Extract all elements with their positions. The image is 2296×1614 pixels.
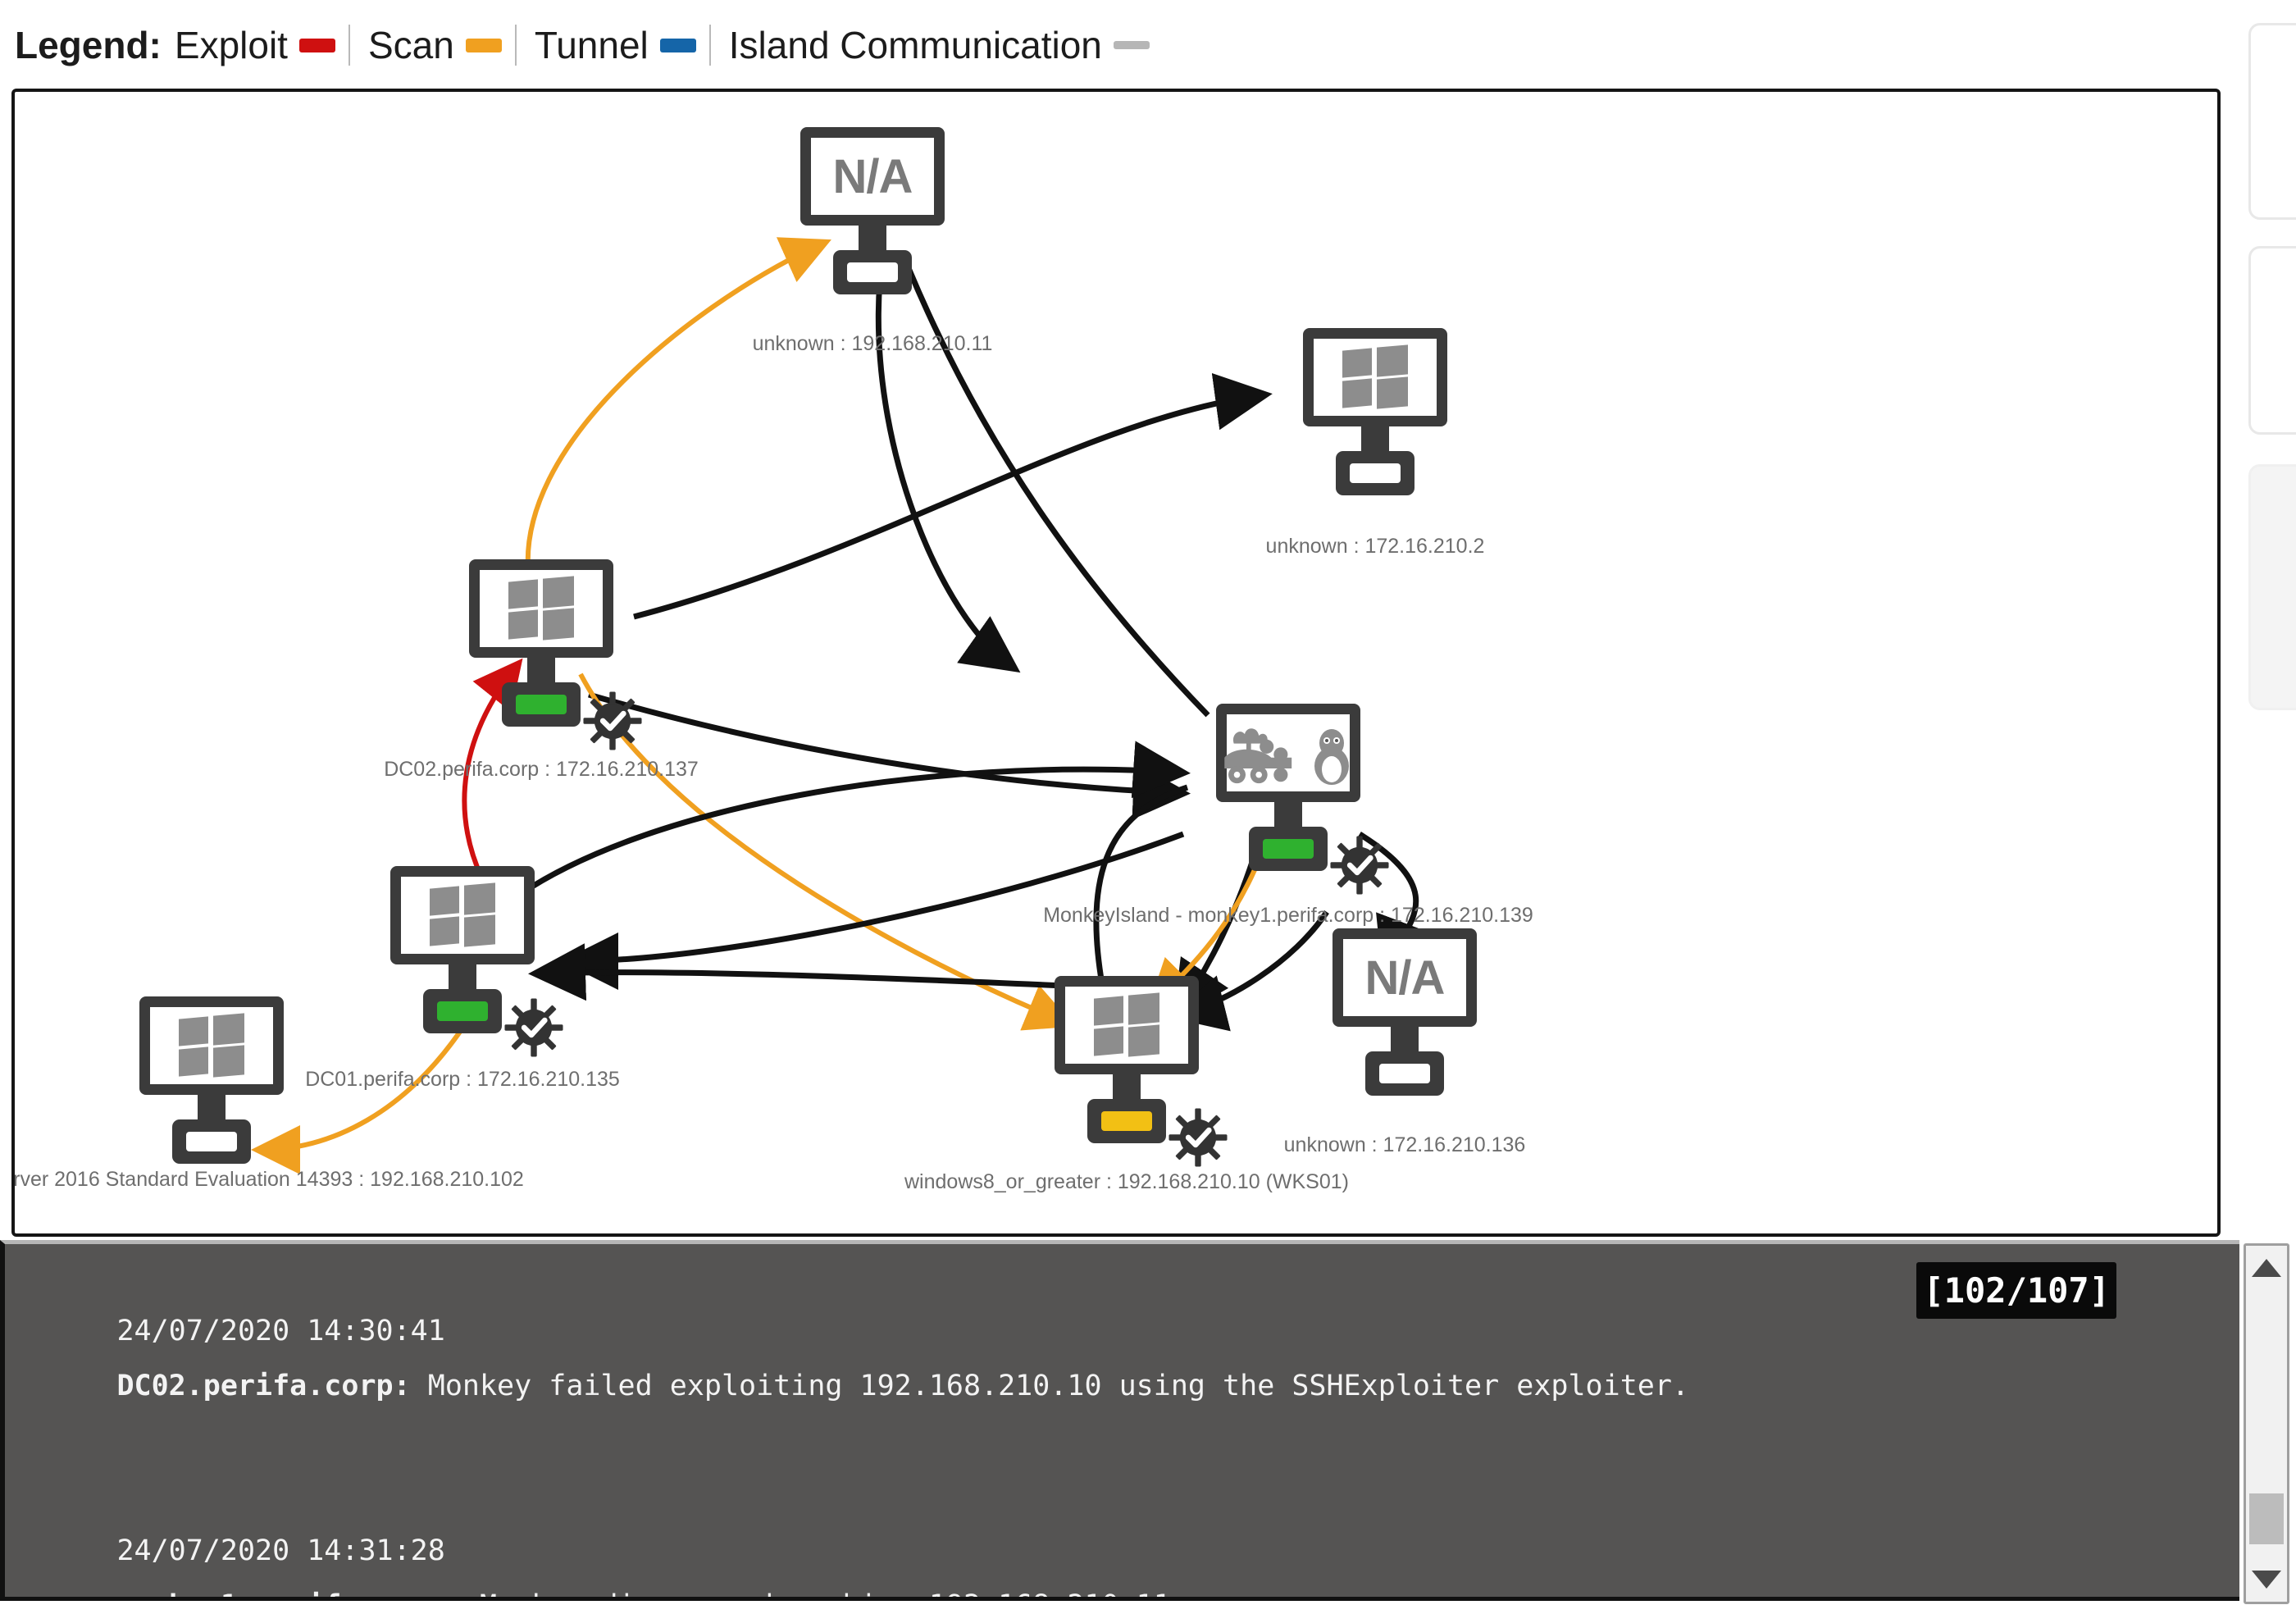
monitor-windows-icon (469, 559, 642, 750)
legend-divider (708, 25, 711, 66)
windows-logo-icon (508, 576, 574, 641)
side-panel-card (2248, 23, 2296, 220)
island-communication-color-swatch-icon (1113, 41, 1150, 49)
triangle-down-icon[interactable] (2252, 1571, 2281, 1589)
log-timestamp: 24/07/2020 14:30:41 (116, 1315, 445, 1347)
log-host: DC02.perifa.corp: (116, 1370, 411, 1402)
tunnel-color-swatch-icon (659, 38, 696, 52)
legend-item-exploit-label: Exploit (174, 24, 288, 66)
island-icon (1224, 728, 1292, 784)
legend-item-scan-label: Scan (367, 24, 454, 66)
log-line: 24/07/2020 14:31:28 monkey1.perifa.corp:… (13, 1469, 2239, 1597)
side-panel-card (2248, 464, 2296, 710)
triangle-up-icon[interactable] (2252, 1259, 2281, 1277)
log-console[interactable]: 24/07/2020 14:30:41 DC02.perifa.corp: Mo… (0, 1240, 2239, 1601)
infected-gear-check-icon (1330, 836, 1389, 895)
monitor-na-icon: N/A (800, 127, 945, 294)
log-line: 24/07/2020 14:30:41 DC02.perifa.corp: Mo… (13, 1249, 2239, 1469)
exploit-color-swatch-icon (298, 38, 335, 52)
network-map-canvas[interactable]: N/A unknown : 192.168.210.11 unkn (11, 89, 2221, 1237)
legend-item-tunnel-label: Tunnel (534, 24, 649, 66)
legend-title: Legend: (15, 24, 162, 66)
log-host: monkey1.perifa.corp: (116, 1589, 462, 1597)
windows-logo-icon (1342, 344, 1408, 409)
node-label-dc01: DC01.perifa.corp : 172.16.210.135 (305, 1068, 620, 1091)
log-timestamp: 24/07/2020 14:31:28 (116, 1534, 445, 1567)
node-os-display: N/A (1364, 951, 1446, 1005)
island-penguin-art-icon (1223, 720, 1354, 786)
node-label-winserver2016: Windows Server 2016 Standard Evaluation … (13, 1168, 524, 1191)
legend: Legend: Exploit Scan Tunnel Island Commu… (15, 23, 1156, 67)
node-label-172-16-210-136: unknown : 172.16.210.136 (1283, 1133, 1526, 1156)
side-panel-card (2248, 246, 2296, 435)
node-label-172-16-210-2: unknown : 172.16.210.2 (1265, 535, 1485, 558)
log-message: Monkey failed exploiting 192.168.210.10 … (410, 1370, 1689, 1402)
infected-gear-check-icon (504, 998, 563, 1057)
scrollbar-thumb[interactable] (2249, 1493, 2284, 1544)
node-label-monkeyisland: MonkeyIsland - monkey1.perifa.corp : 172… (1043, 904, 1533, 927)
node-label-192-168-210-11: unknown : 192.168.210.11 (752, 332, 993, 355)
monitor-windows-icon (1055, 976, 1228, 1167)
node-label-wks01: windows8_or_greater : 192.168.210.10 (WK… (904, 1170, 1349, 1193)
monitor-na-icon: N/A (1332, 928, 1477, 1096)
monitor-island-icon (1216, 704, 1389, 895)
windows-logo-icon (1094, 992, 1159, 1057)
infected-gear-check-icon (583, 691, 642, 750)
monitor-windows-icon (1303, 328, 1447, 495)
windows-logo-icon (430, 882, 495, 947)
monitor-windows-icon (139, 996, 284, 1164)
log-console-scrollbar[interactable] (2244, 1243, 2289, 1604)
node-os-display: N/A (832, 149, 913, 203)
infected-gear-check-icon (1168, 1108, 1228, 1167)
legend-divider (348, 25, 350, 66)
windows-logo-icon (179, 1013, 244, 1078)
scan-color-swatch-icon (465, 38, 502, 52)
linux-penguin-icon (1314, 729, 1349, 785)
legend-item-island-communication-label: Island Communication (728, 24, 1102, 66)
legend-divider (514, 25, 517, 66)
log-message: Monkey discovered machine 192.168.210.11… (462, 1589, 1188, 1597)
log-count-badge: [102/107] (1916, 1262, 2116, 1319)
node-label-dc02: DC02.perifa.corp : 172.16.210.137 (384, 758, 699, 781)
monitor-windows-icon (390, 866, 563, 1057)
